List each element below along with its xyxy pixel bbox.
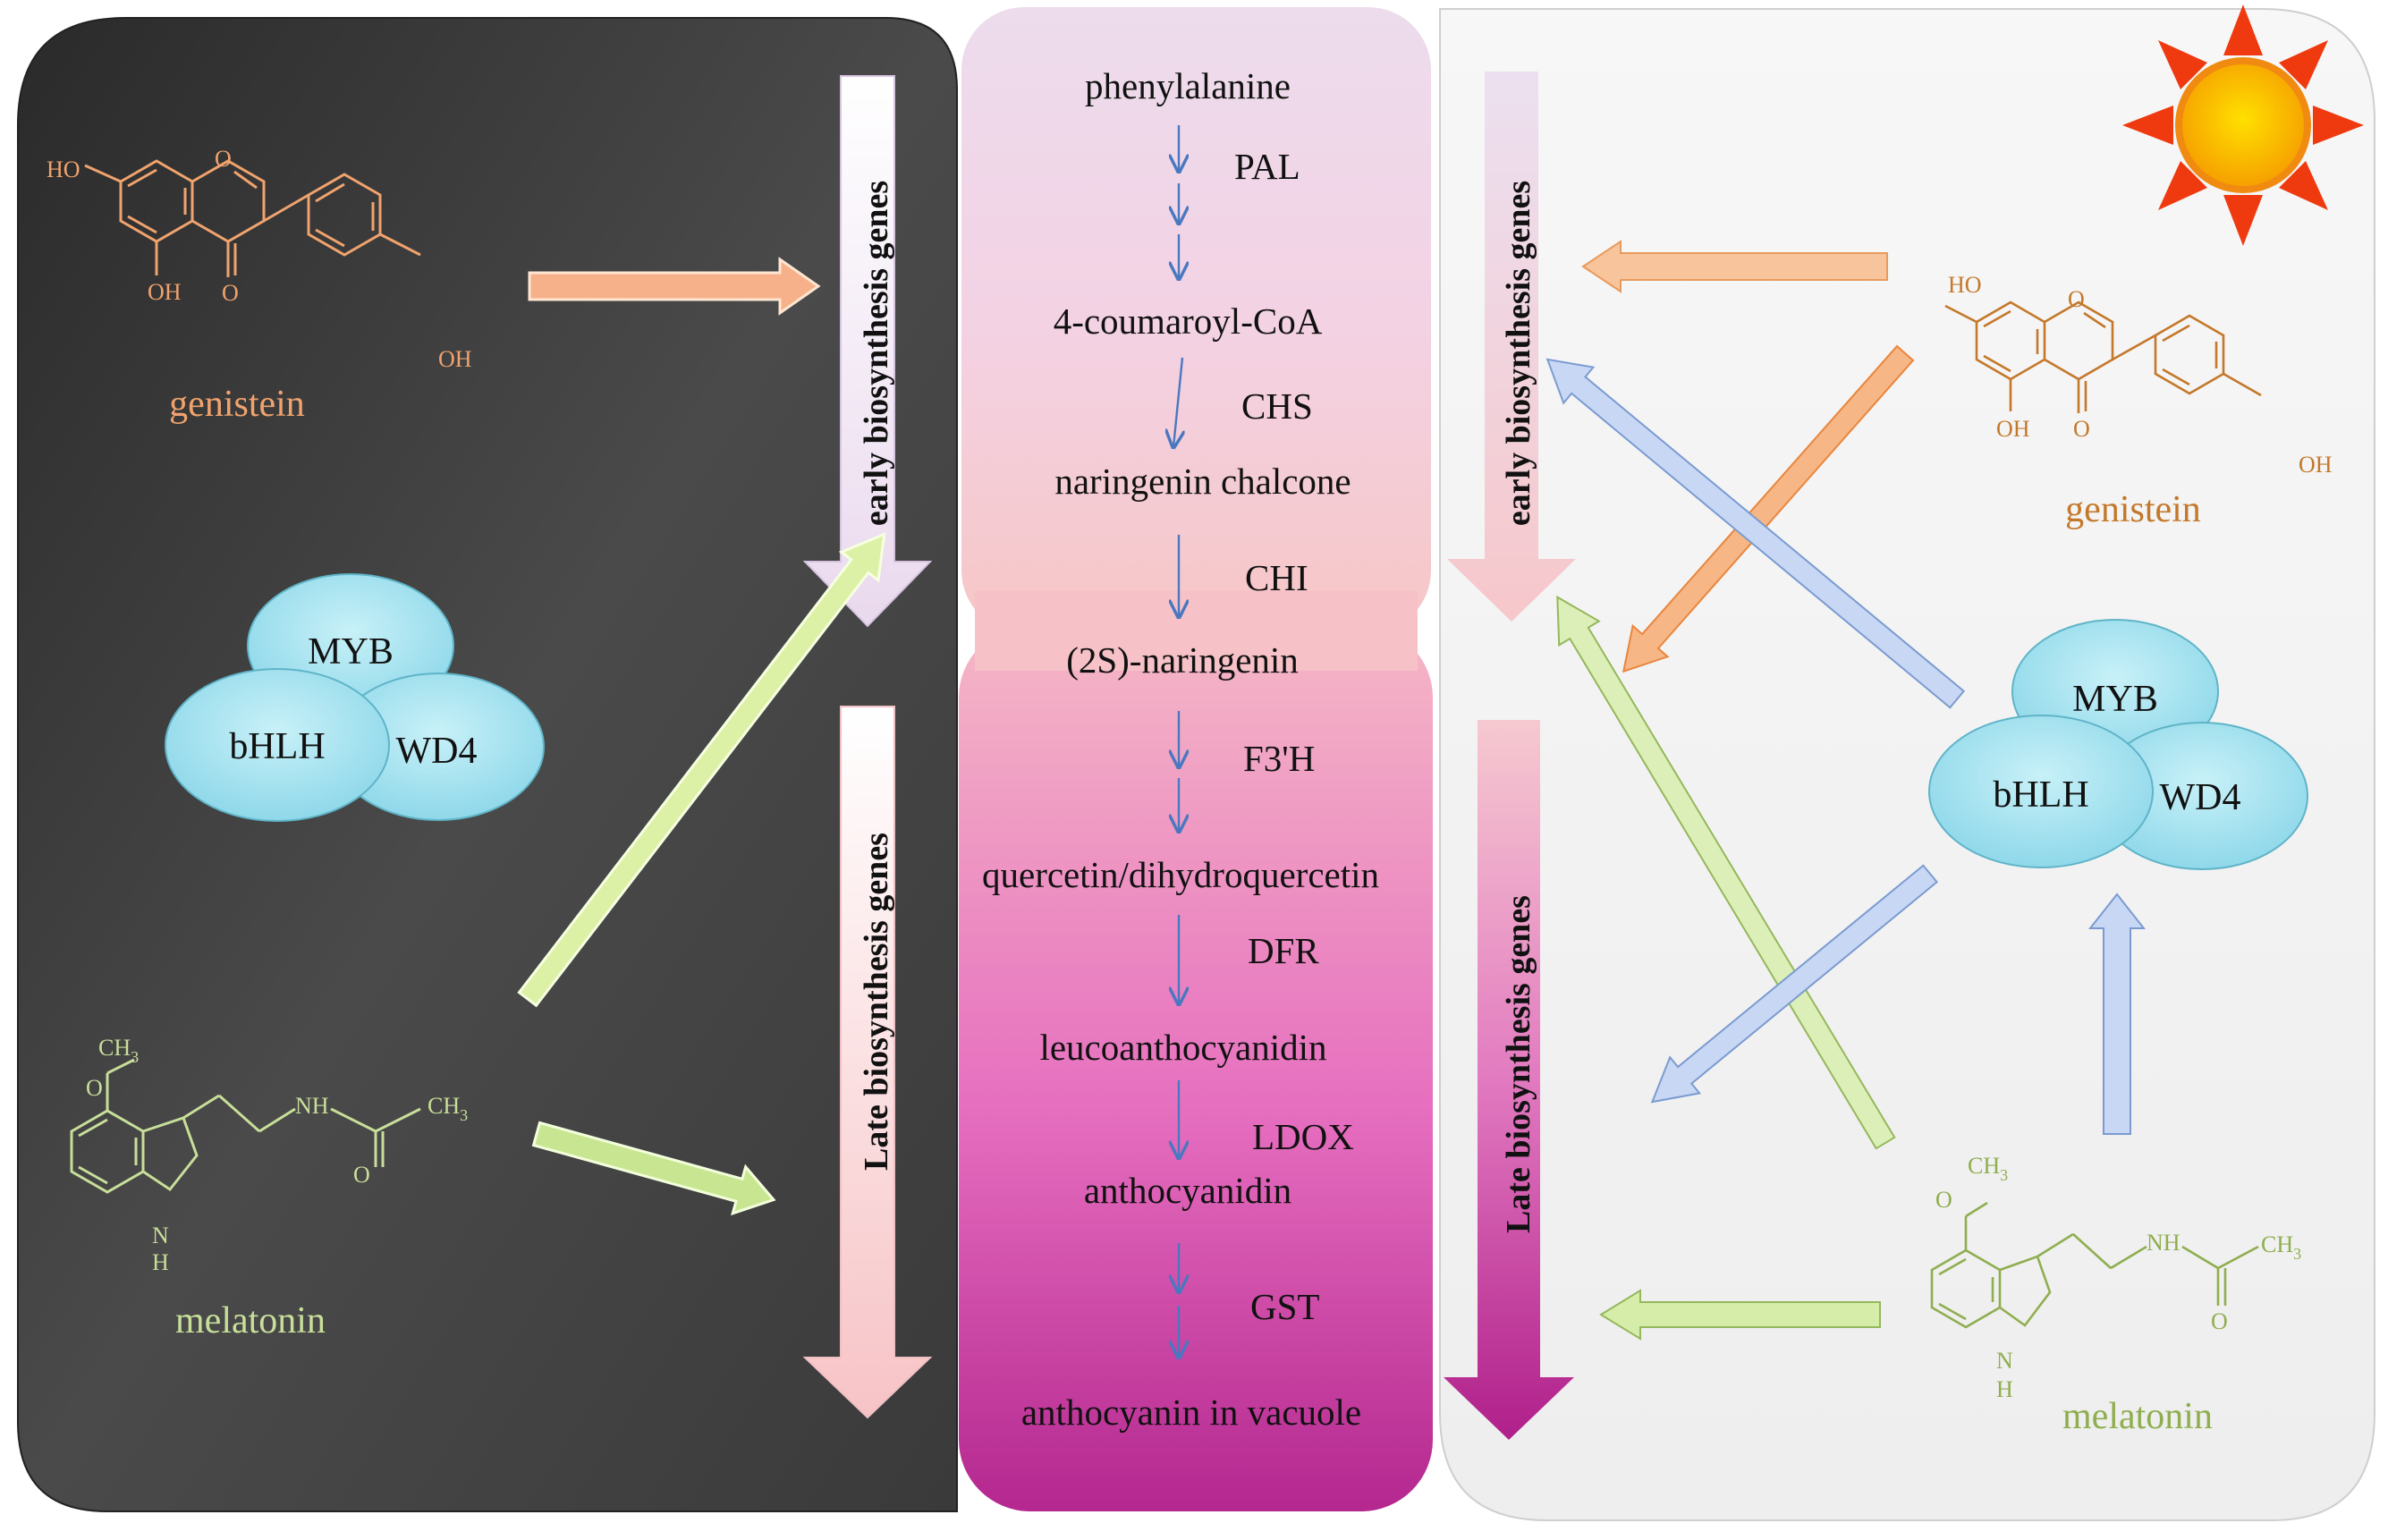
- melatonin-o-carbonyl-right: O: [2211, 1308, 2228, 1334]
- arrow-melatonin-late-left: [531, 1121, 776, 1216]
- genistein-o-keto-left: O: [222, 280, 239, 306]
- melatonin-name-right: melatonin: [2062, 1396, 2213, 1437]
- melatonin-ch3-acetyl-right: CH3: [2261, 1231, 2301, 1263]
- tf-myb-right: MYB: [2072, 679, 2158, 720]
- late-genes-label-left: Late biosynthesis genes: [858, 833, 895, 1171]
- tf-complex-right: MYB bHLH WD4: [1928, 619, 2308, 870]
- step-phenylalanine: phenylalanine: [1085, 65, 1291, 106]
- tf-wd4-left: WD4: [396, 731, 478, 772]
- enzyme-gst: GST: [1250, 1286, 1319, 1327]
- pathway-enzymes: PAL CHS CHI F3'H DFR LDOX GST: [1234, 146, 1354, 1327]
- arrow-genistein-late-right: [1622, 344, 1915, 673]
- arrow-melatonin-late-right: [1599, 1289, 1881, 1341]
- arrow-melatonin-early-left: [517, 531, 886, 1008]
- arrow-melatonin-early-right: [1556, 595, 1896, 1150]
- genistein-o-ring-right: O: [2068, 286, 2085, 312]
- genistein-oh4p-left: OH: [438, 346, 472, 372]
- genistein-ho-left: HO: [47, 157, 80, 182]
- melatonin-o-methoxy-right: O: [1935, 1187, 1952, 1213]
- melatonin-nh-right: NH: [2147, 1230, 2181, 1256]
- genistein-structure-right: [1944, 300, 2262, 413]
- late-genes-arrow-left: Late biosynthesis genes: [802, 706, 933, 1419]
- late-genes-arrow-right: Late biosynthesis genes: [1444, 720, 1574, 1440]
- genistein-name-right: genistein: [2065, 489, 2201, 530]
- enzyme-chi: CHI: [1245, 557, 1308, 598]
- pathway-box-late: [959, 626, 1433, 1511]
- early-genes-arrow-left: early biosynthesis genes: [802, 75, 933, 628]
- arrow-melatonin-tf-right: [2087, 893, 2147, 1135]
- melatonin-name-left: melatonin: [175, 1300, 326, 1341]
- melatonin-n-right: N: [1996, 1348, 2013, 1374]
- melatonin-h-left: H: [152, 1249, 169, 1275]
- melatonin-n-left: N: [152, 1223, 169, 1248]
- sun-icon: [2122, 4, 2364, 246]
- pathway-steps: phenylalanine 4-coumaroyl-CoA naringenin…: [982, 65, 1379, 1433]
- pathway-arrows: [1173, 125, 1182, 1358]
- melatonin-h-right: H: [1996, 1376, 2013, 1402]
- enzyme-ldox: LDOX: [1252, 1116, 1354, 1157]
- melatonin-o-carbonyl-left: O: [353, 1162, 370, 1188]
- early-genes-label-right: early biosynthesis genes: [1500, 181, 1537, 526]
- tf-wd4-right: WD4: [2160, 777, 2241, 818]
- step-anthocyanin-in-vacuole: anthocyanin in vacuole: [1021, 1392, 1361, 1433]
- step-quercetin: quercetin/dihydroquercetin: [982, 854, 1379, 895]
- melatonin-ch3-acetyl-left: CH3: [428, 1093, 468, 1124]
- late-genes-label-right: Late biosynthesis genes: [1500, 895, 1537, 1233]
- step-2s-naringenin: (2S)-naringenin: [1066, 639, 1299, 681]
- enzyme-pal: PAL: [1234, 146, 1300, 187]
- melatonin-o-methoxy-left: O: [86, 1075, 103, 1101]
- step-leucoanthocyanidin: leucoanthocyanidin: [1039, 1027, 1326, 1068]
- early-genes-label-left: early biosynthesis genes: [858, 181, 895, 526]
- genistein-labels-left: HO O O OH OH: [47, 146, 472, 372]
- melatonin-structure-left: [70, 1058, 421, 1194]
- genistein-labels-right: HO O O OH OH: [1948, 272, 2333, 478]
- step-anthocyanidin: anthocyanidin: [1084, 1170, 1291, 1211]
- pathway-box-early: [961, 7, 1431, 633]
- arrow-genistein-early-left: [528, 257, 821, 316]
- genistein-structure-left: [84, 159, 421, 277]
- tf-complex-left: MYB bHLH WD4: [165, 573, 545, 822]
- arrow-tf-early-right: [1545, 358, 1966, 709]
- melatonin-structure-right: [1930, 1201, 2259, 1329]
- enzyme-f3h: F3'H: [1243, 738, 1315, 779]
- genistein-o-keto-right: O: [2073, 416, 2090, 442]
- melatonin-ch3-methoxy-left: CH3: [98, 1035, 139, 1066]
- enzyme-dfr: DFR: [1248, 930, 1319, 971]
- genistein-oh5-left: OH: [148, 279, 182, 305]
- light-panel: [1439, 8, 2375, 1521]
- genistein-oh5-right: OH: [1996, 416, 2030, 442]
- genistein-name-left: genistein: [169, 384, 305, 425]
- tf-bhlh-right: bHLH: [1993, 774, 2088, 816]
- genistein-oh4p-right: OH: [2299, 452, 2333, 478]
- melatonin-nh-left: NH: [295, 1093, 329, 1119]
- genistein-ho-right: HO: [1948, 272, 1982, 298]
- step-naringenin-chalcone: naringenin chalcone: [1054, 461, 1351, 502]
- enzyme-chs: CHS: [1241, 385, 1313, 427]
- genistein-o-ring-left: O: [215, 146, 232, 172]
- early-genes-arrow-right: early biosynthesis genes: [1447, 72, 1576, 622]
- arrow-genistein-early-right: [1581, 240, 1888, 293]
- step-4-coumaroyl-coa: 4-coumaroyl-CoA: [1054, 300, 1323, 342]
- tf-myb-left: MYB: [308, 631, 394, 673]
- melatonin-ch3-methoxy-right: CH3: [1968, 1153, 2008, 1184]
- arrow-tf-late-right: [1650, 864, 1939, 1104]
- tf-bhlh-left: bHLH: [229, 726, 325, 767]
- melatonin-labels-right: CH3 O O NH CH3 N H: [1935, 1153, 2301, 1402]
- melatonin-labels-left: CH3 O O NH CH3 N H: [86, 1035, 468, 1275]
